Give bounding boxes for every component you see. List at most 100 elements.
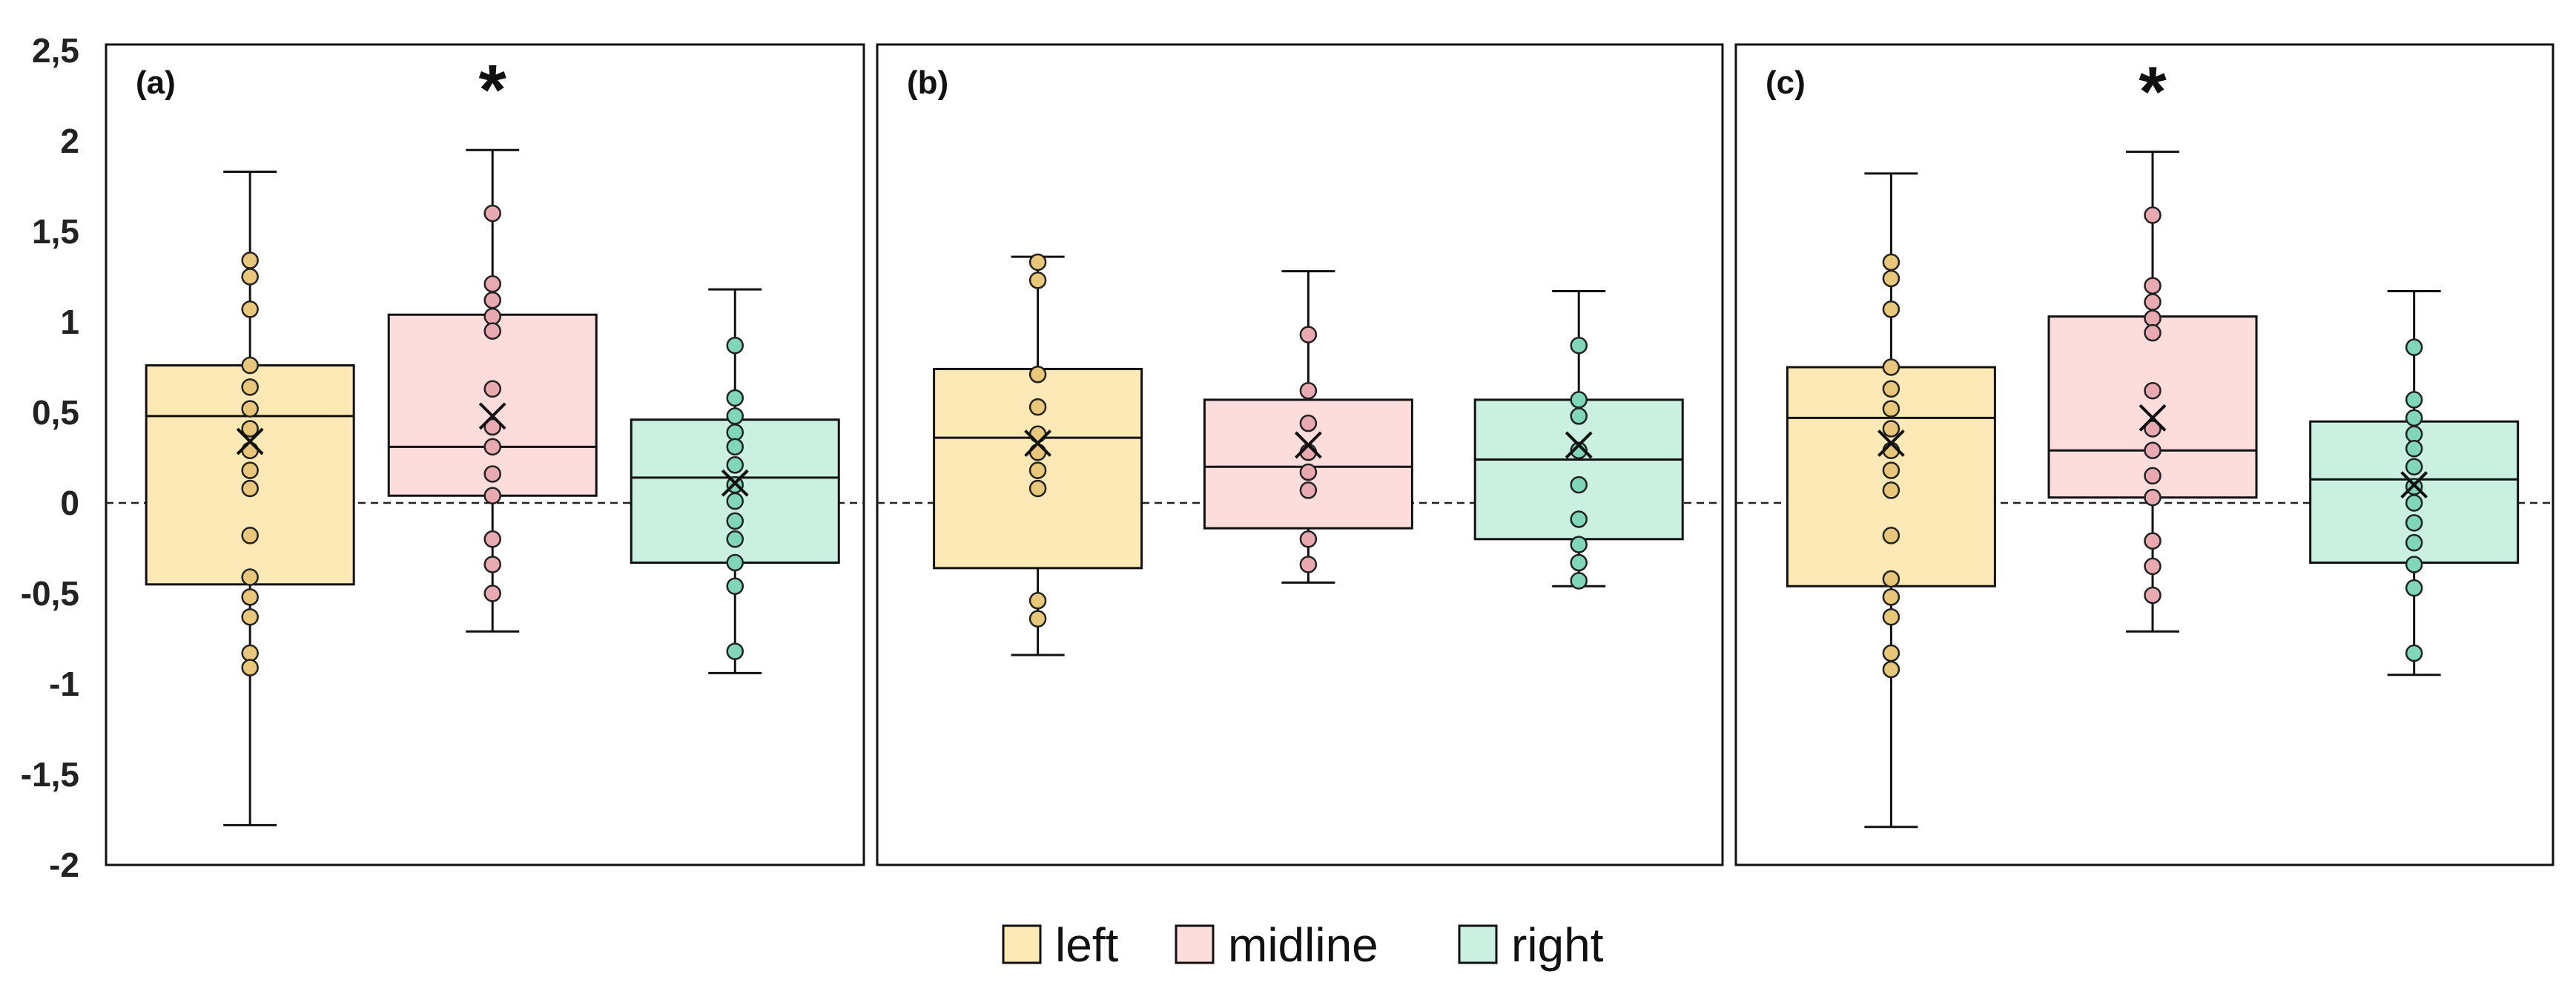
data-point [1028, 253, 1047, 271]
data-point [726, 642, 744, 660]
significance-asterisk: * [479, 50, 507, 130]
data-point [2144, 293, 2161, 311]
data-point [1299, 326, 1318, 343]
data-point [2144, 488, 2161, 507]
data-point [2144, 532, 2161, 550]
data-point [2405, 579, 2423, 597]
data-point [2405, 440, 2423, 458]
data-point [241, 461, 259, 479]
data-point [241, 378, 259, 396]
data-point [483, 585, 501, 602]
y-tick-label: 1 [60, 303, 79, 341]
data-point [483, 418, 501, 436]
data-point [2144, 467, 2161, 485]
data-point [1882, 253, 1900, 271]
data-point [483, 307, 501, 326]
data-point [2405, 391, 2423, 409]
mean-marker [1565, 431, 1593, 459]
data-point [1882, 300, 1900, 318]
legend-item-left: left [1002, 918, 1119, 972]
data-point [1299, 414, 1318, 432]
data-point [1028, 398, 1047, 416]
data-point [1882, 461, 1900, 479]
data-point [2405, 338, 2423, 356]
data-point [483, 322, 501, 340]
data-point [2144, 277, 2161, 294]
y-tick-label: -2 [49, 846, 79, 884]
data-point [2405, 644, 2423, 662]
y-tick-label: -1,5 [21, 755, 79, 794]
data-point [1882, 400, 1900, 418]
data-point [1299, 556, 1318, 573]
data-point [1570, 536, 1588, 553]
data-point [241, 356, 259, 375]
y-tick-label: 0,5 [32, 393, 79, 432]
data-point [483, 530, 501, 548]
data-point [1882, 660, 1900, 679]
data-point [241, 527, 259, 544]
data-point [241, 251, 259, 269]
data-point [726, 424, 744, 441]
data-point [726, 512, 744, 530]
data-point [1028, 366, 1047, 384]
data-point [726, 389, 744, 407]
data-point [2405, 409, 2423, 427]
data-point [483, 291, 501, 309]
data-point [2144, 586, 2161, 605]
data-point [1028, 610, 1047, 628]
data-point [1882, 481, 1900, 499]
data-point [483, 465, 501, 483]
data-point [2405, 425, 2423, 444]
data-point [726, 336, 744, 355]
data-point [1570, 336, 1588, 355]
data-point [1882, 644, 1900, 662]
legend-label: midline [1228, 918, 1378, 972]
data-point [483, 438, 501, 456]
data-point [2144, 323, 2161, 342]
data-point [241, 268, 259, 286]
mean-marker [478, 402, 506, 430]
data-point [726, 438, 744, 456]
box-right [1473, 290, 1684, 590]
data-point [241, 479, 259, 498]
data-point [241, 300, 259, 318]
data-point [2144, 441, 2161, 459]
y-tick-label: 0 [60, 484, 79, 522]
panels: (a)*(b)(c)* [105, 43, 2554, 866]
data-point [1299, 381, 1318, 400]
data-point [1882, 269, 1900, 288]
data-point [1882, 420, 1900, 438]
data-point [241, 608, 259, 626]
data-point [1299, 530, 1318, 548]
box-right [630, 288, 840, 674]
data-point [1028, 461, 1047, 479]
legend-swatch [1458, 924, 1498, 964]
data-point [726, 407, 744, 425]
data-point [2144, 206, 2161, 224]
data-point [241, 644, 259, 662]
data-point [241, 659, 259, 677]
data-point [483, 556, 501, 573]
panel-label: (a) [136, 65, 176, 101]
legend-item-midline: midline [1175, 918, 1378, 972]
data-point [2144, 309, 2161, 327]
mean-marker [721, 469, 749, 497]
legend-label: right [1511, 918, 1604, 972]
box-midline: * [387, 50, 598, 633]
box-left [933, 253, 1143, 656]
mean-marker [2400, 471, 2428, 499]
data-point [1028, 479, 1047, 498]
legend-swatch [1175, 924, 1215, 964]
data-point [1882, 608, 1900, 626]
data-point [1882, 380, 1900, 398]
data-point [726, 492, 744, 510]
data-point [1570, 391, 1588, 409]
data-point [1570, 553, 1588, 572]
data-point [2144, 381, 2161, 400]
mean-marker [1024, 429, 1052, 457]
box-right [2309, 290, 2520, 677]
data-point [1299, 463, 1318, 481]
data-point [1882, 570, 1900, 588]
data-point [241, 588, 259, 606]
data-point [1028, 592, 1047, 610]
